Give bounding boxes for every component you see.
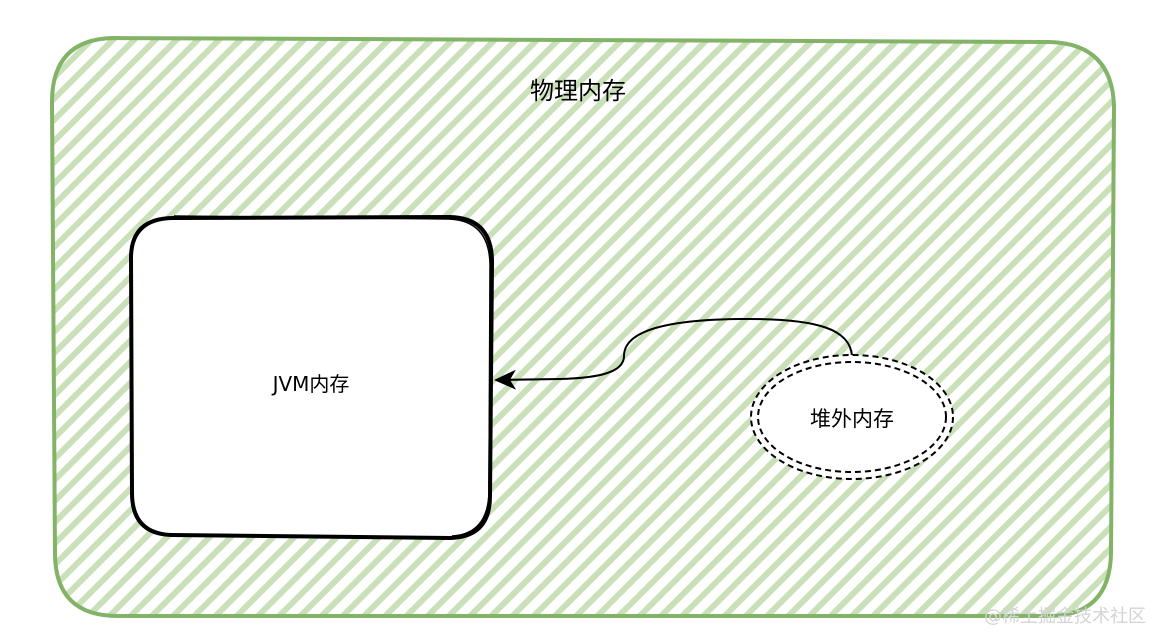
jvm-memory-label: JVM内存	[271, 372, 350, 396]
watermark-text: @稀土掘金技术社区	[984, 606, 1146, 627]
jvm-memory-shape-sketch	[173, 215, 491, 537]
offheap-to-jvm-arrow	[494, 317, 853, 390]
offheap-memory-node: 堆外内存	[750, 354, 954, 480]
jvm-memory-shape	[129, 215, 494, 540]
offheap-memory-label: 堆外内存	[810, 407, 894, 431]
jvm-memory-box: JVM内存	[129, 215, 494, 540]
offheap-memory-inner-ring	[757, 361, 947, 473]
physical-memory-label: 物理内存	[530, 77, 626, 105]
